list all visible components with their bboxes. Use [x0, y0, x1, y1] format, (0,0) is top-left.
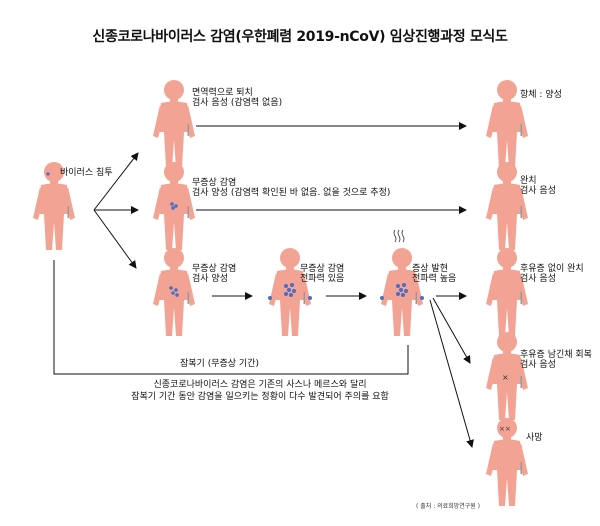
label-cure-title: 완치 [520, 176, 537, 186]
person-cured-no-sequelae [486, 248, 528, 336]
death-eyes-icon: ×× [499, 425, 511, 433]
person-asymptomatic-1 [153, 162, 195, 250]
person-asymptomatic-3 [268, 248, 312, 336]
label-asym2-detail: 검사 양성 [192, 274, 228, 284]
virus-icon [46, 172, 50, 176]
label-incubation: 잠복기 (무증상 기간) [180, 359, 259, 369]
virus-icon [170, 202, 178, 210]
footnote: 신종코로나바이러스 감염은 기존의 사스나 메르스와 달리 잠복기 기간 동안 … [70, 379, 450, 403]
source-credit: ( 출처 : 의료희망연구원 ) [416, 503, 481, 510]
label-infection: 바이러스 침투 [60, 168, 113, 178]
label-immune-title: 면역력으로 퇴치 [192, 88, 253, 98]
label-onset-title: 증상 발현 [412, 264, 448, 274]
person-immune [153, 80, 195, 168]
sequelae-mark-icon: × [502, 373, 509, 382]
label-death: 사망 [526, 433, 543, 443]
label-asym3-title: 무증상 감염 [300, 264, 345, 274]
label-asym3-detail: 전파력 있음 [300, 274, 345, 284]
label-sequel-detail: 검사 음성 [520, 360, 556, 370]
label-sequel-title: 후유증 남긴채 회복 [520, 350, 592, 360]
fever-icon [393, 229, 405, 243]
branch-arrows [93, 122, 474, 448]
footnote-line2: 잠복기 기간 동안 감염을 일으키는 정황이 다수 발견되어 주의를 요함 [131, 392, 389, 402]
label-immune-detail: 검사 음성 (감염력 없음) [192, 98, 283, 108]
person-death: ×× [486, 418, 528, 506]
person-asymptomatic-2 [153, 248, 195, 336]
page-title: 신종코로나바이러스 감염(우한폐렴 2019-nCoV) 임상진행과정 모식도 [92, 29, 508, 45]
label-antibody: 항체 : 양성 [520, 90, 562, 100]
incubation-bracket [53, 260, 409, 375]
person-symptom-onset [380, 229, 424, 336]
virus-icon [169, 286, 179, 297]
label-onset-detail: 전파력 높음 [412, 274, 457, 284]
virus-icon [268, 283, 312, 300]
label-cure-detail: 검사 음성 [520, 186, 556, 196]
label-cure-nosequel-detail: 검사 음성 [520, 274, 556, 284]
label-asym1-detail: 검사 양성 (감염력 확인된 바 없음. 없을 것으로 추정) [192, 188, 391, 198]
person-infection [33, 162, 75, 250]
person-sequelae: × [486, 332, 528, 420]
virus-icon [380, 283, 424, 300]
label-asym2-title: 무증상 감염 [192, 264, 237, 274]
footnote-line1: 신종코로나바이러스 감염은 기존의 사스나 메르스와 달리 [153, 380, 367, 390]
label-asym1-title: 무증상 감염 [192, 178, 237, 188]
label-cure-nosequel-title: 후유증 없이 완치 [520, 264, 584, 274]
